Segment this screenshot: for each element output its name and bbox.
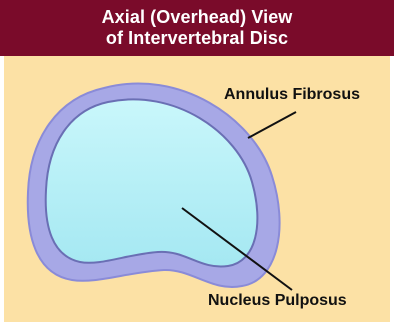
title-line-1: Axial (Overhead) View — [102, 7, 293, 28]
annulus-leader-line — [248, 112, 296, 138]
annulus-fibrosus-label: Annulus Fibrosus — [224, 86, 360, 104]
title-line-2: of Intervertebral Disc — [106, 28, 288, 49]
nucleus-pulposus-label: Nucleus Pulposus — [208, 292, 347, 310]
diagram-panel: Annulus Fibrosus Nucleus Pulposus — [4, 56, 390, 322]
figure-header: Axial (Overhead) View of Intervertebral … — [0, 0, 394, 56]
